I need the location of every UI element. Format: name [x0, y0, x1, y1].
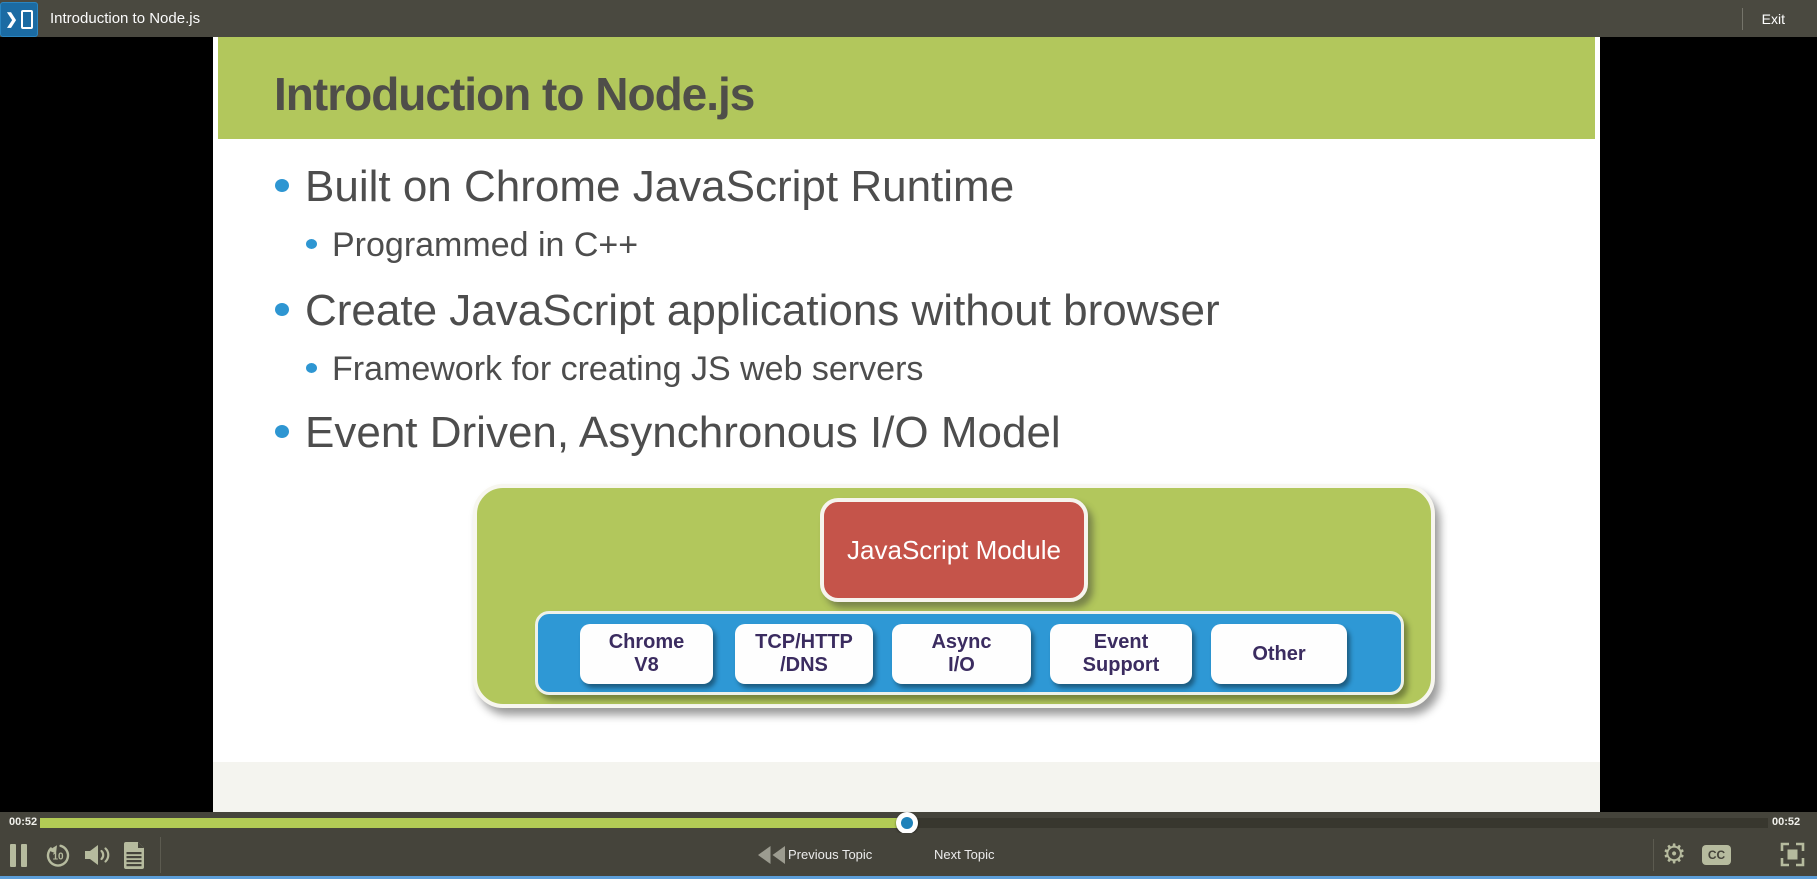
bullet-dot-icon — [306, 363, 317, 373]
chevron-right-icon: ❯ — [5, 10, 18, 28]
settings-button[interactable]: ⚙ — [1662, 833, 1686, 876]
window-title: Introduction to Node.js — [50, 10, 201, 27]
fullscreen-icon — [1780, 842, 1805, 867]
controls-divider-left — [160, 837, 161, 873]
slide-title: Introduction to Node.js — [274, 68, 755, 120]
javascript-module-box: JavaScript Module — [820, 498, 1088, 602]
replay-10-icon: 10 — [46, 844, 70, 867]
component-box: Async I/O — [892, 624, 1031, 684]
exit-button[interactable]: Exit — [1761, 10, 1785, 27]
elapsed-time: 00:52 — [9, 816, 38, 828]
panel-icon — [20, 9, 33, 29]
pause-button[interactable] — [10, 844, 27, 867]
progress-bar: 00:52 00:52 — [0, 811, 1817, 834]
svg-text:10: 10 — [52, 852, 64, 863]
slide-header: Introduction to Node.js — [218, 37, 1595, 139]
sidebar-toggle-button[interactable]: ❯ — [0, 1, 38, 37]
bullet-item: Built on Chrome JavaScript Runtime — [275, 162, 1014, 212]
title-bar: ❯ Introduction to Node.js Exit — [0, 0, 1817, 37]
component-box: Other — [1211, 624, 1347, 684]
progress-knob[interactable] — [896, 811, 919, 834]
replay-10-button[interactable]: 10 — [44, 841, 72, 874]
total-duration: 00:52 — [1772, 816, 1801, 828]
bullet-dot-icon — [275, 303, 289, 316]
slide: Introduction to Node.js Built on Chrome … — [213, 37, 1600, 812]
gear-icon: ⚙ — [1662, 839, 1687, 869]
document-icon — [124, 842, 144, 869]
bullet-item: Create JavaScript applications without b… — [275, 286, 1220, 336]
bullet-item: Programmed in C++ — [306, 226, 638, 265]
component-box: Chrome V8 — [580, 624, 713, 684]
component-box: TCP/HTTP /DNS — [735, 624, 873, 684]
control-bar: 10 Previous Topic Next Topic ⚙ — [0, 833, 1817, 876]
next-topic-label[interactable]: Next Topic — [934, 847, 995, 862]
bullet-dot-icon — [275, 425, 289, 438]
bullet-item: Event Driven, Asynchronous I/O Model — [275, 408, 1061, 458]
closed-captions-button[interactable]: CC — [1702, 845, 1731, 865]
progress-fill — [40, 817, 908, 828]
controls-divider-right — [1653, 839, 1654, 871]
speaker-icon — [85, 845, 110, 865]
previous-topic-button[interactable] — [758, 846, 785, 869]
previous-topic-label[interactable]: Previous Topic — [788, 847, 873, 862]
rewind-icon — [758, 846, 785, 864]
core-components-layer: Chrome V8 TCP/HTTP /DNS Async I/O Event … — [535, 611, 1404, 695]
video-stage: Introduction to Node.js Built on Chrome … — [0, 37, 1817, 812]
seek-track[interactable] — [40, 811, 1768, 834]
slide-footer-band — [213, 762, 1600, 812]
player-bottom-border — [0, 876, 1817, 879]
bullet-dot-icon — [306, 239, 317, 249]
fullscreen-button[interactable] — [1780, 842, 1805, 872]
bullet-item: Framework for creating JS web servers — [306, 350, 923, 389]
bullet-dot-icon — [275, 179, 289, 192]
transcript-button[interactable] — [122, 842, 146, 874]
component-box: Event Support — [1050, 624, 1192, 684]
topbar-divider — [1741, 7, 1743, 30]
volume-button[interactable] — [85, 844, 112, 871]
